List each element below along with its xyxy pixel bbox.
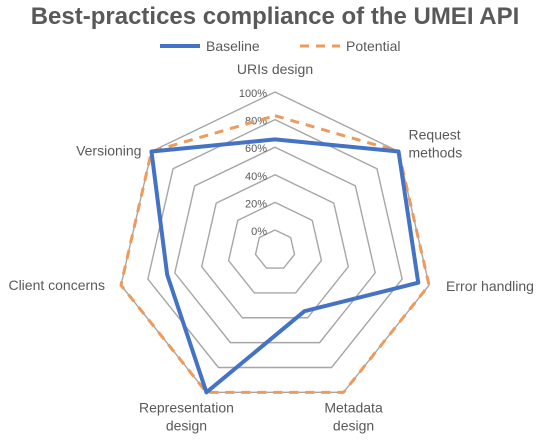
- category-label-uris-design: URIs design: [237, 61, 313, 77]
- grid-ring-40: [200, 174, 350, 319]
- radar-grid: [120, 91, 430, 394]
- tick-label: 100%: [239, 88, 267, 100]
- grid-ring-80: [147, 118, 403, 369]
- category-label-client-concerns: Client concerns: [8, 277, 105, 293]
- category-label-error-handling: Error handling: [446, 278, 534, 294]
- legend-label-potential: Potential: [346, 38, 400, 54]
- series-line-baseline: [149, 137, 421, 395]
- tick-label: 0%: [251, 226, 267, 238]
- tick-label: 20%: [245, 198, 267, 210]
- tick-label: 40%: [245, 171, 267, 183]
- legend-label-baseline: Baseline: [206, 38, 260, 54]
- grid-ring-20: [227, 201, 323, 294]
- category-label-versioning: Versioning: [76, 142, 141, 158]
- tick-label: 60%: [245, 143, 267, 155]
- radial-tick-labels: 0%20%40%60%80%100%: [239, 88, 267, 238]
- series-line-potential: [119, 114, 431, 394]
- grid-ring-60: [174, 146, 376, 344]
- data-series: [119, 114, 431, 395]
- legend: Baseline Potential: [160, 38, 400, 54]
- grid-ring-0: [254, 229, 296, 269]
- grid-ring-100: [120, 91, 430, 394]
- chart-title: Best-practices compliance of the UMEI AP…: [31, 3, 520, 30]
